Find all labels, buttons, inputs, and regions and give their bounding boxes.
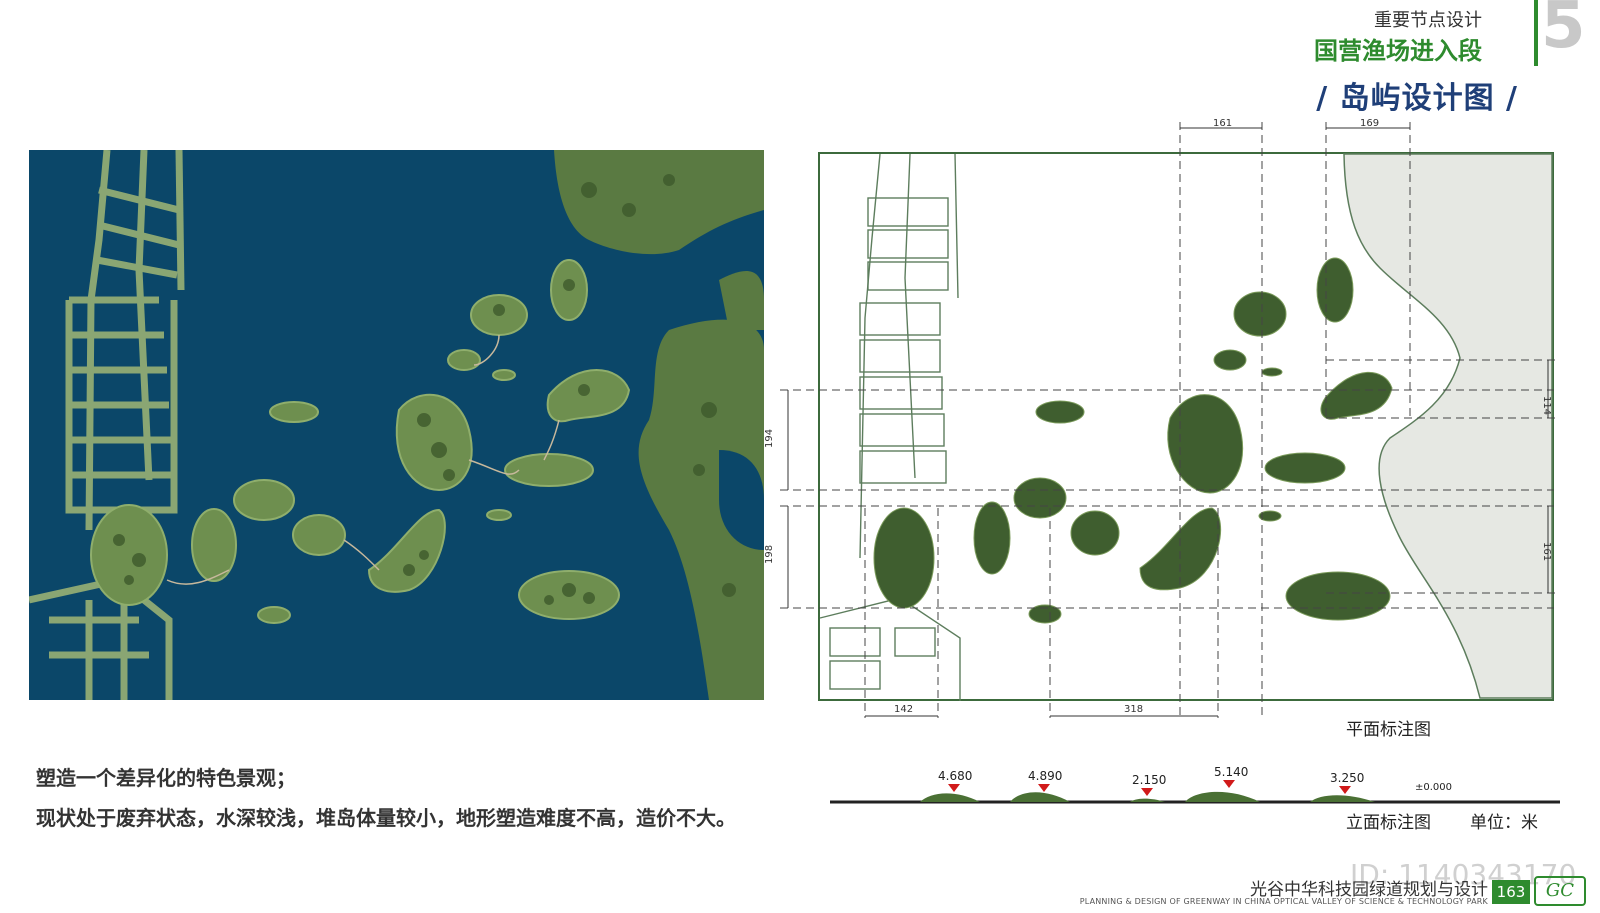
chapter-number: 5 [1541, 0, 1586, 63]
dim-top-1: 161 [1213, 118, 1232, 129]
header-title: 国营渔场进入段 [1314, 37, 1482, 65]
footer-title-cn: 光谷中华科技园绿道规划与设计 [1250, 880, 1488, 900]
aerial-render-svg [29, 150, 764, 700]
header-divider [1534, 0, 1538, 66]
dim-bottom-1: 142 [894, 704, 913, 715]
description-line-2: 现状处于废弃状态，水深较浅，堆岛体量较小，地形塑造难度不高，造价不大。 [36, 806, 736, 830]
plan-annotation-drawing: 161 169 194 198 114 161 142 318 [764, 118, 1560, 718]
page-number: 163 [1492, 880, 1530, 904]
footer-title-en: PLANNING & DESIGN OF GREENWAY IN CHINA O… [1079, 897, 1488, 906]
elevation-diagram: 4.680 4.890 2.150 5.140 3.250 ±0.000 [830, 765, 1560, 804]
dim-left-2: 198 [764, 545, 775, 564]
dim-right-1: 114 [1541, 396, 1552, 415]
elevation-unit: 单位：米 [1470, 813, 1538, 833]
watermark-id: ID: 1140343170 [1350, 858, 1577, 891]
aerial-render-image [29, 150, 764, 700]
section-title: / 岛屿设计图 / [1316, 81, 1518, 116]
elev-level-5: 3.250 [1330, 771, 1364, 785]
elev-level-zero: ±0.000 [1415, 782, 1452, 793]
elevation-caption: 立面标注图 [1346, 813, 1431, 833]
description-line-1: 塑造一个差异化的特色景观； [36, 766, 296, 790]
dim-left-1: 194 [764, 429, 775, 448]
plan-caption: 平面标注图 [1346, 720, 1431, 740]
elev-level-1: 4.680 [938, 769, 972, 783]
elev-level-2: 4.890 [1028, 769, 1062, 783]
logo-icon: GC [1534, 876, 1586, 906]
dim-right-2: 161 [1541, 542, 1552, 561]
elev-level-4: 5.140 [1214, 765, 1248, 779]
dim-top-2: 169 [1360, 118, 1379, 129]
dim-bottom-2: 318 [1124, 704, 1143, 715]
header-subtitle: 重要节点设计 [1374, 10, 1482, 31]
elev-level-3: 2.150 [1132, 773, 1166, 787]
